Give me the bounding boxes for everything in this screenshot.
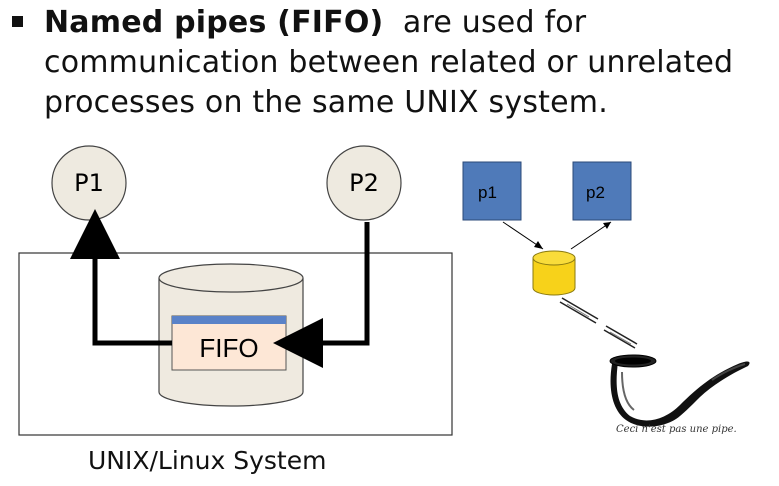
arrow-fifo-to-p1 <box>70 209 172 346</box>
box-p1: p1 <box>462 161 522 221</box>
system-caption: UNIX/Linux System <box>88 446 327 475</box>
process-p2: P2 <box>326 145 402 221</box>
process-p1: P1 <box>51 145 127 221</box>
fifo-box: FIFO <box>171 315 287 371</box>
arrow-p2-to-fifo <box>273 222 370 368</box>
box-p2: p2 <box>572 161 632 221</box>
bullet-line-1: Named pipes (FIFO) are used for <box>44 4 586 42</box>
bullet-line-2: communication between related or unrelat… <box>44 45 734 80</box>
yellow-cylinder <box>532 250 576 296</box>
arrow-cylinder-to-box2 <box>570 221 612 250</box>
pipe-caption: Ceci n'est pas une pipe. <box>616 424 737 435</box>
dashed-pipe-line <box>559 297 638 349</box>
box-p1-label: p1 <box>478 183 497 202</box>
fifo-label: FIFO <box>199 333 258 363</box>
bullet-marker <box>12 16 23 27</box>
line1-rest: are used for <box>383 5 587 40</box>
bullet-line-3: processes on the same UNIX system. <box>44 85 608 120</box>
pipe-illustration <box>609 354 750 427</box>
bold-term: Named pipes (FIFO) <box>44 5 384 40</box>
box-p2-label: p2 <box>586 183 605 202</box>
p2-label: P2 <box>349 169 379 197</box>
p1-label: P1 <box>74 169 104 197</box>
